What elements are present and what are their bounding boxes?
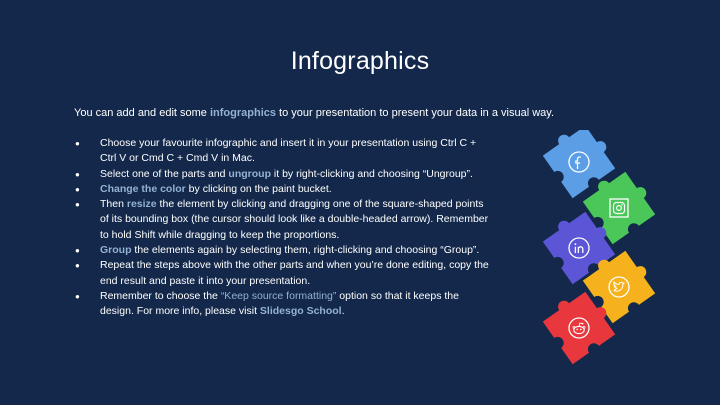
highlight-resize: resize bbox=[126, 198, 157, 211]
reddit-icon bbox=[568, 317, 590, 339]
list-item: Then resize the element by clicking and … bbox=[74, 197, 494, 243]
intro-highlight: infographics bbox=[209, 107, 276, 119]
slide-title: Infographics bbox=[290, 47, 430, 75]
twitter-piece[interactable] bbox=[579, 242, 661, 324]
facebook-piece[interactable] bbox=[539, 130, 621, 199]
list-item: Group the elements again by selecting th… bbox=[74, 243, 494, 259]
reddit-piece[interactable] bbox=[539, 283, 621, 365]
list-item: Repeat the steps above with the other pa… bbox=[74, 258, 494, 289]
slidesgo-school-link[interactable]: Slidesgo School bbox=[259, 305, 342, 318]
highlight-ungroup: ungroup bbox=[228, 167, 271, 180]
intro-text-end: to your presentation to present your dat… bbox=[276, 107, 555, 119]
highlight-change-color: Change the color bbox=[100, 182, 186, 195]
social-puzzle-infographic bbox=[539, 130, 661, 365]
list-item: Choose your favourite infographic and in… bbox=[74, 136, 494, 167]
instagram-piece[interactable] bbox=[579, 163, 661, 245]
intro-text-start: You can add and edit some bbox=[74, 107, 210, 119]
instruction-list: Choose your favourite infographic and in… bbox=[74, 136, 494, 320]
facebook-icon bbox=[568, 151, 590, 173]
linkedin-piece[interactable] bbox=[539, 203, 621, 285]
instagram-icon bbox=[609, 198, 629, 218]
list-item: Change the color by clicking on the pain… bbox=[74, 182, 494, 198]
highlight-group: Group bbox=[100, 244, 132, 257]
list-item: Select one of the parts and ungroup it b… bbox=[74, 167, 494, 183]
list-item: Remember to choose the “Keep source form… bbox=[74, 289, 494, 320]
linkedin-icon bbox=[568, 237, 590, 259]
highlight-keep-source: “Keep source formatting” bbox=[220, 289, 337, 302]
intro-text: You can add and edit some infographics t… bbox=[74, 107, 594, 119]
twitter-icon bbox=[608, 276, 630, 298]
